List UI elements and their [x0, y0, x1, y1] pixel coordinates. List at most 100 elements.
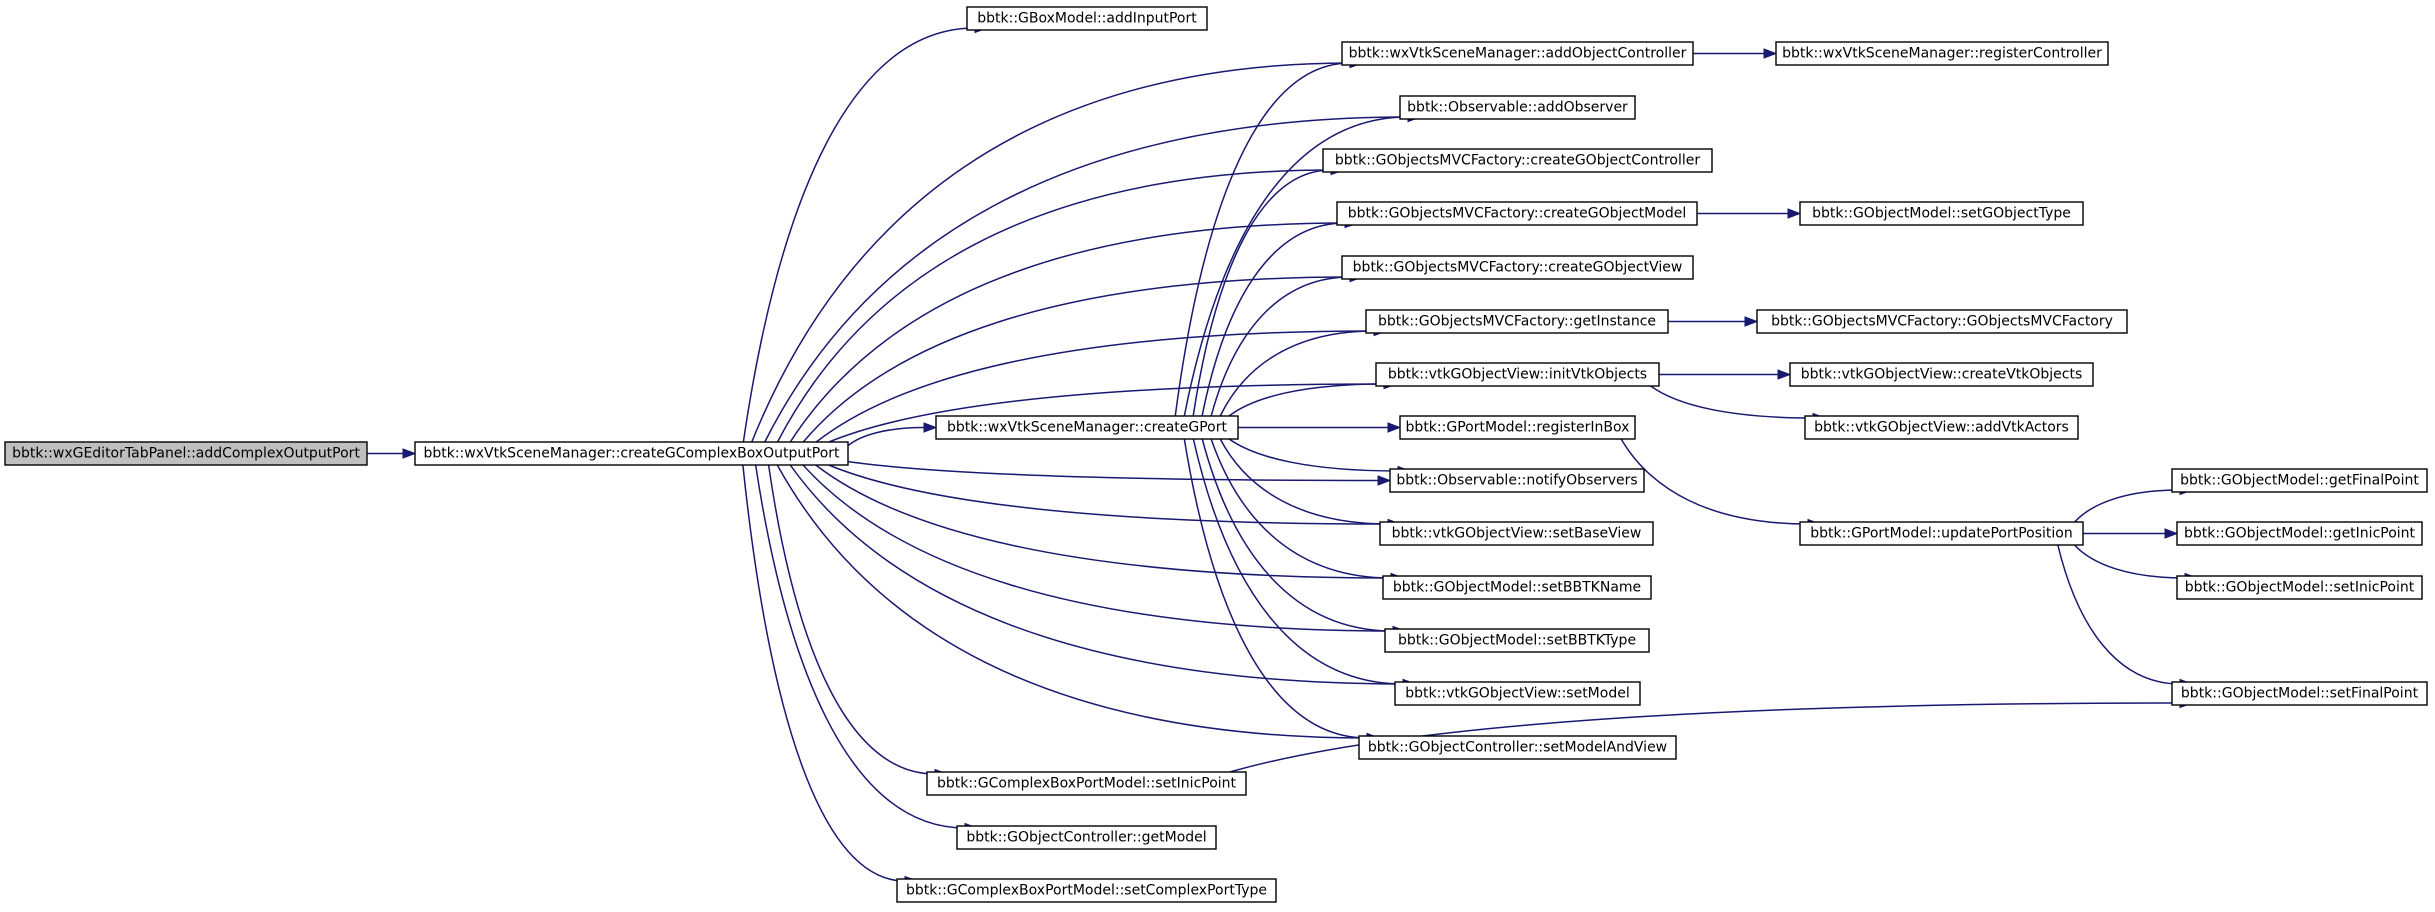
nodes-layer: bbtk::wxGEditorTabPanel::addComplexOutpu… — [4, 6, 2428, 903]
edge-n1-n5 — [776, 169, 1332, 443]
node-label: bbtk::GPortModel::registerInBox — [1406, 420, 1630, 436]
edge-n1-n3 — [751, 62, 1351, 443]
edge-n9-n24 — [1650, 385, 1814, 419]
node-label: bbtk::GObjectModel::setGObjectType — [1812, 206, 2071, 222]
node-gcomplexboxportmodel-setcomplexporttype[interactable]: bbtk::GComplexBoxPortModel::setComplexPo… — [896, 878, 1277, 903]
edge-n10-n16 — [1183, 438, 1368, 739]
node-gportmodel-updateportposition[interactable]: bbtk::GPortModel::updatePortPosition — [1799, 521, 2084, 546]
node-label: bbtk::GObjectModel::setInicPoint — [2185, 580, 2415, 596]
edge-n1-n7 — [802, 276, 1351, 443]
node-label: bbtk::Observable::notifyObservers — [1396, 473, 1637, 489]
edge-n1-n8 — [815, 330, 1375, 443]
node-label: bbtk::wxVtkSceneManager::registerControl… — [1782, 46, 2102, 62]
node-label: bbtk::GComplexBoxPortModel::setInicPoint — [937, 776, 1237, 792]
node-label: bbtk::GBoxModel::addInputPort — [977, 11, 1197, 27]
edge-n10-n11 — [1228, 438, 1399, 472]
edge-n1-n10 — [847, 426, 925, 447]
node-vtkgobjectview-setbaseview[interactable]: bbtk::vtkGObjectView::setBaseView — [1379, 521, 1654, 546]
edge-n1-n16 — [776, 464, 1368, 739]
node-label: bbtk::GObjectModel::getFinalPoint — [2180, 473, 2419, 489]
arrowhead-n1-n10 — [923, 422, 938, 433]
node-gobjectsmvcfactory-gobjectsmvcfactory[interactable]: bbtk::GObjectsMVCFactory::GObjectsMVCFac… — [1756, 309, 2128, 334]
edge-n10-n6 — [1201, 222, 1346, 417]
node-gobjectsmvcfactory-creategobjectview[interactable]: bbtk::GObjectsMVCFactory::createGObjectV… — [1341, 255, 1694, 280]
arrowhead-n26-n28 — [2164, 528, 2179, 539]
edge-n1-n14 — [802, 464, 1394, 632]
node-gobjectsmvcfactory-creategobjectcontroller[interactable]: bbtk::GObjectsMVCFactory::createGObjectC… — [1322, 148, 1713, 173]
node-gobjectmodel-getinicpoint[interactable]: bbtk::GObjectModel::getInicPoint — [2176, 521, 2423, 546]
arrowhead-n1-n11 — [1377, 475, 1392, 486]
edge-n26-n27 — [2074, 489, 2181, 523]
edge-n10-n5 — [1192, 169, 1332, 417]
node-vtkgobjectview-setmodel[interactable]: bbtk::vtkGObjectView::setModel — [1394, 681, 1641, 706]
node-gobjectcontroller-setmodelandview[interactable]: bbtk::GObjectController::setModelAndView — [1358, 735, 1677, 760]
node-gobjectsmvcfactory-getinstance[interactable]: bbtk::GObjectsMVCFactory::getInstance — [1365, 309, 1669, 334]
node-gobjectmodel-setbbtkname[interactable]: bbtk::GObjectModel::setBBTKName — [1382, 575, 1652, 600]
node-wxgeditortabpanel-addcomplexoutputport[interactable]: bbtk::wxGEditorTabPanel::addComplexOutpu… — [4, 441, 368, 466]
node-label: bbtk::GComplexBoxPortModel::setComplexPo… — [906, 883, 1267, 899]
edge-n10-n3 — [1174, 62, 1351, 417]
edge-n1-n9 — [828, 383, 1385, 443]
node-label: bbtk::GObjectController::setModelAndView — [1368, 740, 1667, 756]
node-label: bbtk::wxVtkSceneManager::createGPort — [947, 420, 1228, 436]
node-gobjectmodel-getfinalpoint[interactable]: bbtk::GObjectModel::getFinalPoint — [2171, 468, 2428, 493]
node-label: bbtk::GObjectsMVCFactory::createGObjectV… — [1353, 260, 1683, 276]
arrowhead-n10-n25 — [1387, 422, 1402, 433]
edge-n1-n18 — [754, 464, 966, 829]
arrowhead-n6-n21 — [1787, 208, 1802, 219]
edge-n1-n11 — [847, 460, 1379, 482]
node-wxvtkscenemanager-creategport[interactable]: bbtk::wxVtkSceneManager::createGPort — [935, 415, 1239, 440]
node-vtkgobjectview-initvtkobjects[interactable]: bbtk::vtkGObjectView::initVtkObjects — [1375, 362, 1660, 387]
arrowhead-n8-n22 — [1744, 316, 1759, 327]
node-label: bbtk::GPortModel::updatePortPosition — [1810, 526, 2072, 542]
edge-n10-n7 — [1210, 276, 1351, 417]
edge-n10-n9 — [1228, 383, 1385, 417]
node-gobjectmodel-setbbtktype[interactable]: bbtk::GObjectModel::setBBTKType — [1384, 628, 1650, 653]
node-label: bbtk::vtkGObjectView::addVtkActors — [1814, 420, 2069, 436]
node-label: bbtk::GObjectModel::setFinalPoint — [2181, 686, 2419, 702]
node-label: bbtk::wxGEditorTabPanel::addComplexOutpu… — [12, 446, 360, 462]
node-gboxmodel-addinputport[interactable]: bbtk::GBoxModel::addInputPort — [966, 6, 1208, 31]
node-label: bbtk::GObjectsMVCFactory::createGObjectC… — [1335, 153, 1701, 169]
edge-n1-n15 — [789, 464, 1404, 685]
edge-n1-n12 — [828, 464, 1389, 525]
node-gobjectmodel-setfinalpoint[interactable]: bbtk::GObjectModel::setFinalPoint — [2171, 681, 2428, 706]
node-vtkgobjectview-createvtkobjects[interactable]: bbtk::vtkGObjectView::createVtkObjects — [1789, 362, 2094, 387]
edge-n10-n12 — [1219, 438, 1389, 525]
node-label: bbtk::Observable::addObserver — [1407, 100, 1628, 116]
node-wxvtkscenemanager-addobjectcontroller[interactable]: bbtk::wxVtkSceneManager::addObjectContro… — [1341, 41, 1694, 66]
edge-n1-n6 — [789, 222, 1346, 443]
node-observable-notifyobservers[interactable]: bbtk::Observable::notifyObservers — [1389, 468, 1645, 493]
node-label: bbtk::vtkGObjectView::initVtkObjects — [1388, 367, 1647, 383]
node-label: bbtk::GObjectsMVCFactory::getInstance — [1378, 314, 1656, 330]
edge-n26-n29 — [2073, 544, 2186, 579]
edge-n1-n13 — [815, 464, 1392, 579]
node-label: bbtk::GObjectController::getModel — [966, 830, 1206, 846]
node-label: bbtk::GObjectsMVCFactory::GObjectsMVCFac… — [1771, 314, 2113, 330]
edge-n25-n26 — [1620, 438, 1809, 525]
node-gcomplexboxportmodel-setinicpoint[interactable]: bbtk::GComplexBoxPortModel::setInicPoint — [926, 771, 1247, 796]
node-gobjectcontroller-getmodel[interactable]: bbtk::GObjectController::getModel — [956, 825, 1217, 850]
node-gobjectmodel-setgobjecttype[interactable]: bbtk::GObjectModel::setGObjectType — [1799, 201, 2084, 226]
node-label: bbtk::GObjectModel::setBBTKType — [1398, 633, 1636, 649]
node-wxvtkscenemanager-registercontroller[interactable]: bbtk::wxVtkSceneManager::registerControl… — [1775, 41, 2109, 66]
node-label: bbtk::vtkGObjectView::setModel — [1405, 686, 1629, 702]
node-label: bbtk::GObjectsMVCFactory::createGObjectM… — [1348, 206, 1686, 222]
node-label: bbtk::vtkGObjectView::createVtkObjects — [1801, 367, 2083, 383]
node-label: bbtk::wxVtkSceneManager::createGComplexB… — [423, 446, 840, 462]
edge-n1-n2 — [742, 27, 976, 443]
arrowhead-n0-n1 — [402, 448, 417, 459]
node-gportmodel-registerinbox[interactable]: bbtk::GPortModel::registerInBox — [1399, 415, 1636, 440]
edge-n1-n17 — [767, 464, 936, 775]
arrowhead-n3-n20 — [1763, 48, 1778, 59]
node-gobjectsmvcfactory-creategobjectmodel[interactable]: bbtk::GObjectsMVCFactory::createGObjectM… — [1336, 201, 1698, 226]
node-observable-addobserver[interactable]: bbtk::Observable::addObserver — [1399, 95, 1636, 120]
node-vtkgobjectview-addvtkactors[interactable]: bbtk::vtkGObjectView::addVtkActors — [1804, 415, 2079, 440]
node-wxvtkscenemanager-creategcomplexboxoutputport[interactable]: bbtk::wxVtkSceneManager::createGComplexB… — [414, 441, 849, 466]
edge-n10-n14 — [1201, 438, 1394, 632]
edge-n1-n19 — [742, 464, 906, 882]
arrowhead-n9-n23 — [1777, 369, 1792, 380]
node-gobjectmodel-setinicpoint[interactable]: bbtk::GObjectModel::setInicPoint — [2176, 575, 2423, 600]
edge-n17-n30 — [1229, 702, 2181, 773]
